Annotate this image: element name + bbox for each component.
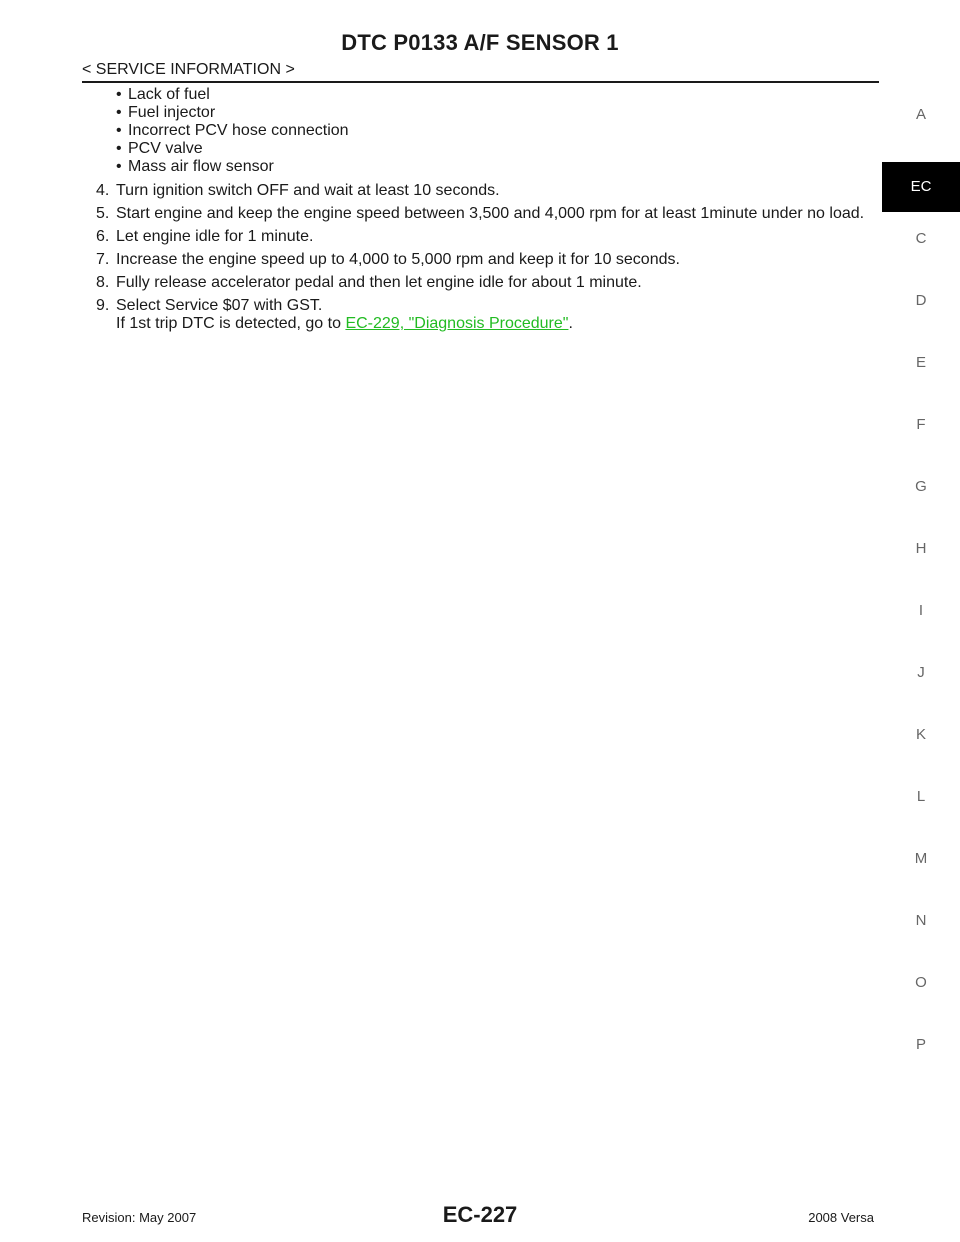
revision-date: Revision: May 2007	[82, 1210, 197, 1225]
step-number: 9.	[96, 297, 110, 314]
step-item: 5. Start engine and keep the engine spee…	[96, 205, 886, 223]
index-tab-g[interactable]: G	[915, 478, 927, 495]
index-tab-j[interactable]: J	[917, 664, 925, 681]
index-tab-l[interactable]: L	[916, 788, 926, 805]
index-tab-h[interactable]: H	[915, 540, 927, 557]
step-text: Let engine idle for 1 minute.	[116, 228, 314, 245]
index-tab-p[interactable]: P	[915, 1036, 926, 1053]
step-number: 5.	[96, 205, 110, 222]
step-text-prefix: If 1st trip DTC is detected, go to	[116, 315, 346, 332]
step-number: 6.	[96, 228, 110, 245]
step-number: 7.	[96, 251, 110, 268]
section-index-tabs: A EC C D E F G H I J K L M N O P	[882, 100, 960, 1092]
index-tab-k[interactable]: K	[915, 726, 926, 743]
index-tab-d[interactable]: D	[915, 292, 927, 309]
index-tab-c[interactable]: C	[915, 230, 927, 247]
index-tab-f[interactable]: F	[916, 416, 926, 433]
step-number: 8.	[96, 274, 110, 291]
step-item: 7. Increase the engine speed up to 4,000…	[96, 251, 886, 269]
page-title: DTC P0133 A/F SENSOR 1	[341, 30, 619, 55]
step-number: 4.	[96, 182, 110, 199]
index-tab-i[interactable]: I	[918, 602, 924, 619]
step-text: Select Service $07 with GST.	[116, 297, 323, 314]
page-content: Lack of fuel Fuel injector Incorrect PCV…	[96, 86, 886, 338]
step-item: 6. Let engine idle for 1 minute.	[96, 228, 886, 246]
index-tab-n[interactable]: N	[915, 912, 927, 929]
header-divider	[82, 81, 879, 83]
step-text: Turn ignition switch OFF and wait at lea…	[116, 182, 500, 199]
index-tab-m[interactable]: M	[914, 850, 928, 867]
list-item: Fuel injector	[116, 104, 886, 122]
step-item: 4. Turn ignition switch OFF and wait at …	[96, 182, 886, 200]
index-tab-e[interactable]: E	[915, 354, 926, 371]
procedure-steps: 4. Turn ignition switch OFF and wait at …	[96, 182, 886, 333]
list-item: Incorrect PCV hose connection	[116, 122, 886, 140]
step-text-suffix: .	[568, 315, 573, 332]
step-item: 8. Fully release accelerator pedal and t…	[96, 274, 886, 292]
step-text-block: Select Service $07 with GST. If 1st trip…	[116, 297, 886, 333]
list-item: Mass air flow sensor	[116, 158, 886, 176]
list-item: PCV valve	[116, 140, 886, 158]
cause-list: Lack of fuel Fuel injector Incorrect PCV…	[96, 86, 886, 176]
step-text: Increase the engine speed up to 4,000 to…	[116, 251, 680, 268]
step-text: Start engine and keep the engine speed b…	[116, 205, 865, 222]
index-tab-ec[interactable]: EC	[882, 162, 960, 212]
index-tab-a[interactable]: A	[915, 106, 926, 123]
page-number: EC-227	[442, 1202, 518, 1227]
diagnosis-procedure-link[interactable]: EC-229, "Diagnosis Procedure"	[345, 315, 569, 332]
list-item: Lack of fuel	[116, 86, 886, 104]
vehicle-model: 2008 Versa	[808, 1210, 874, 1225]
step-item: 9. Select Service $07 with GST. If 1st t…	[96, 297, 886, 333]
section-label: < SERVICE INFORMATION >	[82, 61, 295, 78]
index-tab-o[interactable]: O	[915, 974, 927, 991]
step-text: Fully release accelerator pedal and then…	[116, 274, 642, 291]
